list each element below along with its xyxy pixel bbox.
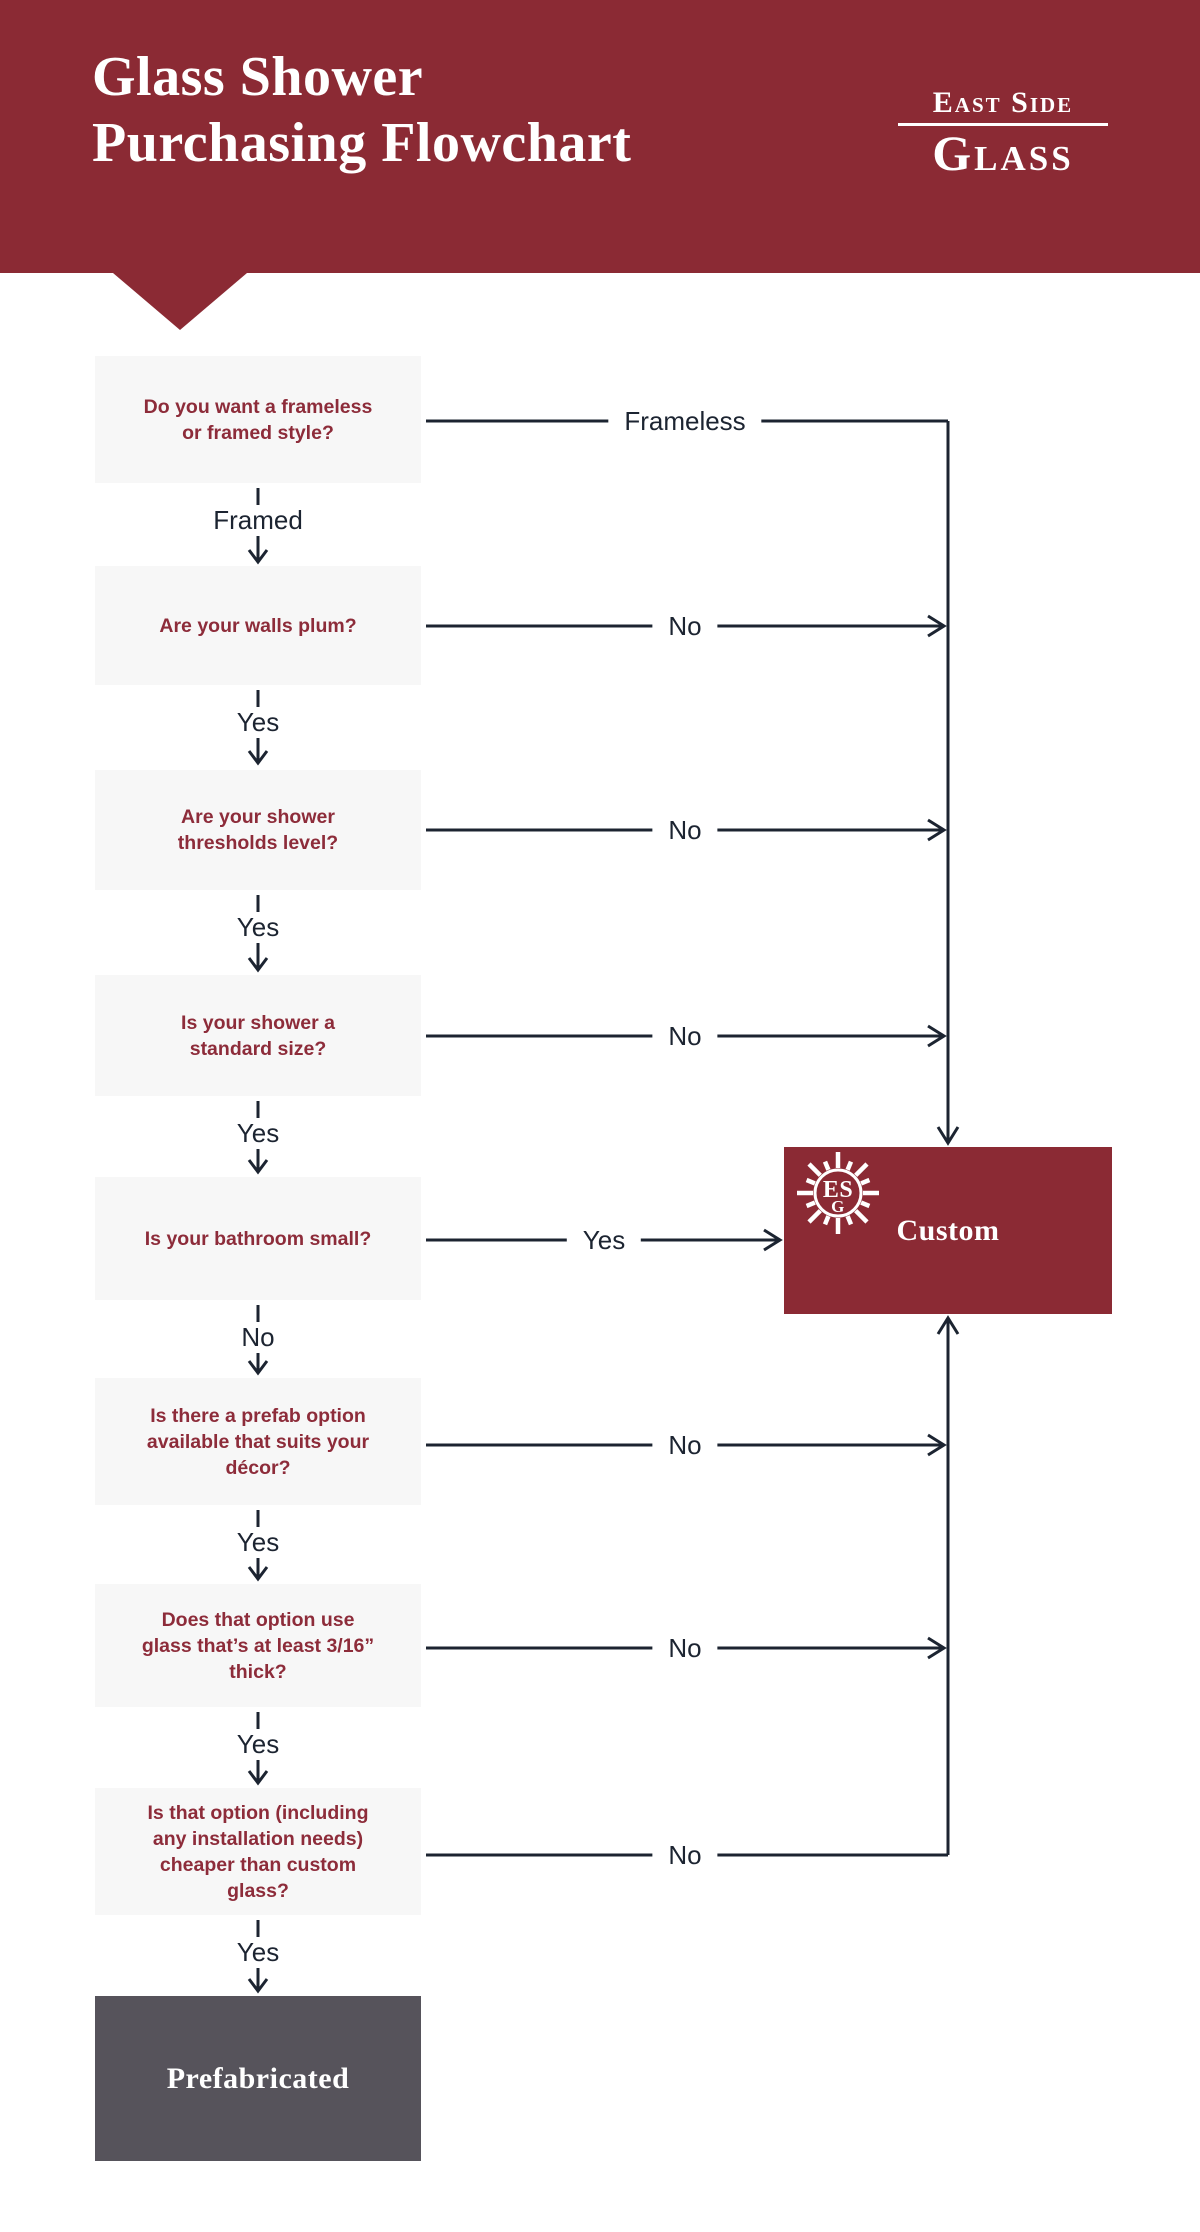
question-box-bathroom-small: Is your bathroom small? [95, 1177, 421, 1300]
header-banner: Glass Shower Purchasing Flowchart East S… [0, 0, 1200, 273]
question-text: Is that option (including any installati… [147, 1801, 369, 1902]
banner-notch-triangle [113, 273, 247, 330]
question-text: Is your bathroom small? [144, 1227, 372, 1250]
question-box-standard-size: Is your shower a standard size? [95, 975, 421, 1096]
question-box-walls-plum: Are your walls plum? [95, 566, 421, 685]
edge-label-yes: Yes [236, 1937, 280, 1967]
edge-label-yes: Yes [236, 1527, 280, 1557]
edge-label-no: No [652, 611, 718, 641]
page-title-line2: Purchasing Flowchart [92, 112, 632, 174]
edge-label-no: No [241, 1322, 275, 1352]
edge-label-yes: Yes [566, 1225, 642, 1255]
outcome-custom: ES G Custom [784, 1147, 1112, 1314]
edge-label-yes: Yes [236, 912, 280, 942]
edge-label-no: No [652, 1430, 718, 1460]
question-box-cheaper-than-custom: Is that option (including any installati… [95, 1788, 421, 1915]
question-text: Is there a prefab option available that … [146, 1404, 370, 1479]
page-title-line1: Glass Shower [92, 46, 424, 108]
question-box-prefab-option: Is there a prefab option available that … [95, 1378, 421, 1505]
company-logo: East Side Glass [898, 86, 1108, 178]
question-text: Is your shower a standard size? [181, 1011, 335, 1060]
logo-text-top: East Side [932, 86, 1074, 119]
question-text: Are your walls plum? [159, 614, 357, 637]
edge-label-frameless: Frameless [608, 406, 762, 436]
outcome-custom-label: Custom [896, 1213, 1000, 1247]
page-title: Glass Shower Purchasing Flowchart [92, 44, 631, 176]
edge-label-no: No [652, 1021, 718, 1051]
question-text: Does that option use glass that’s at lea… [141, 1608, 375, 1683]
question-box-style: Do you want a frameless or framed style? [95, 356, 421, 483]
edge-label-no: No [652, 1633, 718, 1663]
question-text: Do you want a frameless or framed style? [143, 395, 373, 444]
edge-label-no: No [652, 815, 718, 845]
outcome-prefabricated-label: Prefabricated [166, 2061, 350, 2095]
question-text: Are your shower thresholds level? [177, 806, 339, 854]
edge-label-yes: Yes [236, 1729, 280, 1759]
logo-divider [898, 123, 1108, 126]
edge-label-framed: Framed [213, 505, 303, 535]
edge-label-yes: Yes [236, 707, 280, 737]
edge-label-yes: Yes [236, 1118, 280, 1148]
svg-text:G: G [831, 1197, 845, 1216]
logo-text-bottom: Glass [932, 125, 1074, 181]
esg-sunburst-icon: ES G [797, 1152, 879, 1234]
question-box-glass-thickness: Does that option use glass that’s at lea… [95, 1584, 421, 1707]
edge-label-no: No [652, 1840, 718, 1870]
vertical-rails [936, 421, 960, 1855]
svg-text:ES: ES [823, 1177, 853, 1203]
outcome-prefabricated: Prefabricated [95, 1996, 421, 2161]
question-box-thresholds-level: Are your shower thresholds level? [95, 770, 421, 890]
